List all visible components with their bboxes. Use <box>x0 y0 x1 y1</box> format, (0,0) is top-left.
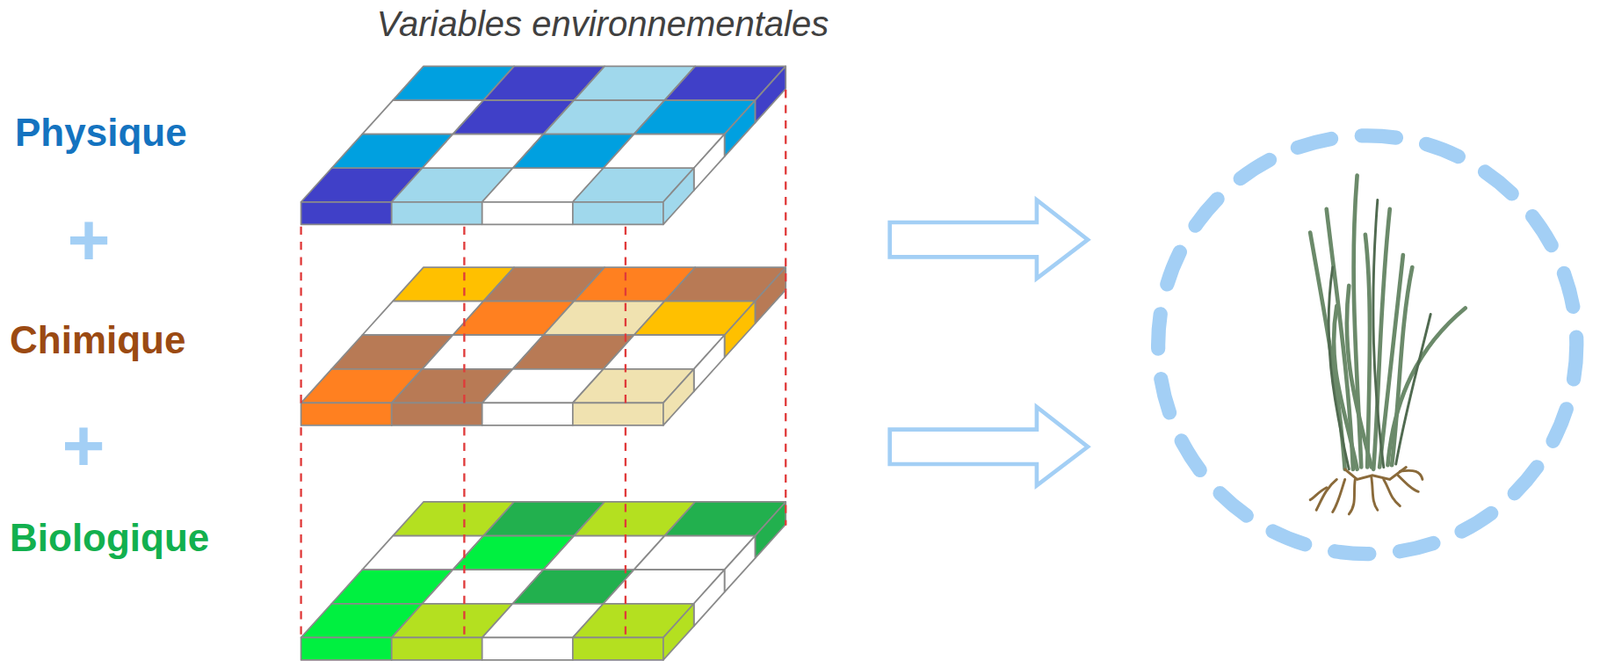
grid-cell <box>663 369 695 426</box>
grid-cell <box>482 402 573 426</box>
grid-cell <box>724 301 756 358</box>
grid-cell <box>301 637 392 660</box>
grid-cell <box>572 202 664 225</box>
grid-cell <box>694 334 725 391</box>
grid-cell <box>754 501 786 558</box>
grid-cell <box>663 603 695 660</box>
seagrass-plant <box>1310 175 1466 515</box>
grid-cell <box>572 402 664 426</box>
projection-lines <box>301 89 787 638</box>
grid-cell <box>301 402 392 426</box>
grid-cell <box>482 637 573 660</box>
grid-cell <box>301 202 392 225</box>
category-label: Biologique <box>9 518 210 558</box>
grid-cell <box>482 202 573 225</box>
block-arrows <box>890 199 1088 486</box>
grid-cell <box>391 402 483 426</box>
diagram-title: Variables environnementales <box>376 6 829 42</box>
grid-cell <box>663 167 695 225</box>
grid-cell <box>754 267 786 324</box>
grid-cell <box>391 637 483 660</box>
grid-cell <box>572 637 664 660</box>
category-label: Physique <box>14 113 188 153</box>
grid-cell <box>694 569 725 626</box>
grid-cell <box>754 65 786 123</box>
dashed-circle <box>1158 135 1577 554</box>
plus-sign: + <box>66 202 110 277</box>
grid-cell <box>724 100 756 157</box>
category-label: Chimique <box>9 320 186 360</box>
grid-cell <box>694 134 725 191</box>
grid-layers <box>301 65 787 659</box>
grid-cell <box>391 202 483 225</box>
plus-sign: + <box>61 408 105 483</box>
grid-cell <box>724 535 756 593</box>
